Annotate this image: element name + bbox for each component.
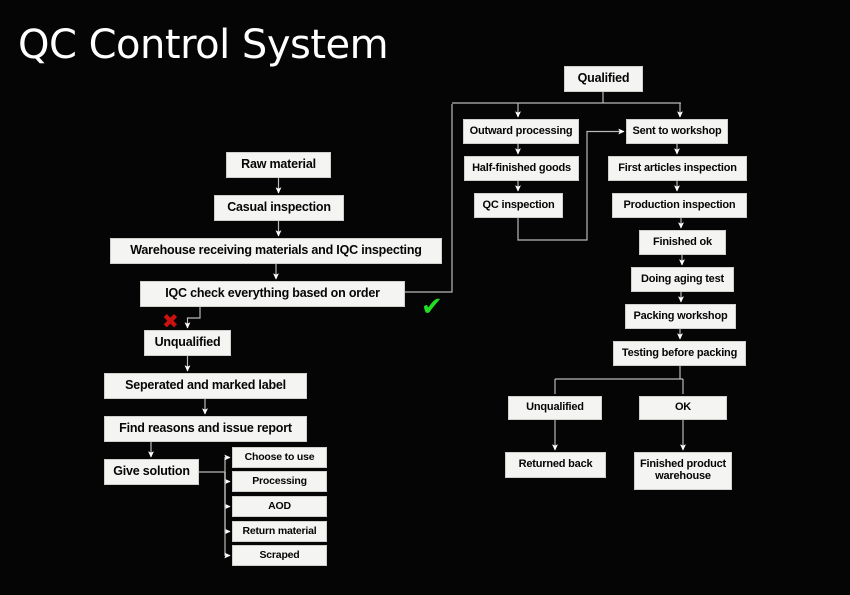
node-finished_ok[interactable]: Finished ok	[639, 230, 726, 255]
node-seperated_marked[interactable]: Seperated and marked label	[104, 373, 307, 399]
approve-check-mark: ✔	[421, 292, 443, 322]
edge-testing_before_packing-to-split_bar_2	[555, 366, 683, 380]
edge-iqc_check-to-unqualified_left	[188, 307, 201, 328]
node-qc_inspection[interactable]: QC inspection	[474, 193, 563, 218]
edge-qualified-to-split_bar	[452, 92, 681, 104]
edge-give_solution-to-scraped	[224, 472, 230, 556]
node-aod[interactable]: AOD	[232, 496, 327, 517]
reject-x-mark: ✖	[162, 309, 179, 333]
edge-qc_inspection-to-sent_to_workshop	[517, 132, 624, 241]
node-unqualified_right[interactable]: Unqualified	[508, 396, 602, 420]
node-choose_to_use[interactable]: Choose to use	[232, 447, 327, 468]
edge-give_solution-to-processing	[224, 472, 230, 482]
node-iqc_check[interactable]: IQC check everything based on order	[140, 281, 405, 307]
page-title: QC Control System	[18, 22, 389, 68]
node-warehouse_receiving[interactable]: Warehouse receiving materials and IQC in…	[110, 238, 442, 264]
node-casual_inspection[interactable]: Casual inspection	[214, 195, 344, 221]
node-outward_processing[interactable]: Outward processing	[463, 119, 579, 144]
node-production_inspection[interactable]: Production inspection	[612, 193, 747, 218]
node-unqualified_left[interactable]: Unqualified	[144, 330, 231, 356]
node-half_finished_goods[interactable]: Half-finished goods	[464, 156, 579, 181]
edge-give_solution-to-choose_to_use	[199, 458, 230, 473]
node-ok[interactable]: OK	[639, 396, 727, 420]
edge-give_solution-to-aod	[224, 472, 230, 507]
node-qualified[interactable]: Qualified	[564, 66, 643, 92]
node-raw_material[interactable]: Raw material	[226, 152, 331, 178]
node-find_reasons[interactable]: Find reasons and issue report	[104, 416, 307, 442]
edge-give_solution-to-return_material	[224, 472, 230, 532]
node-processing[interactable]: Processing	[232, 471, 327, 492]
node-testing_before_packing[interactable]: Testing before packing	[613, 341, 746, 366]
node-returned_back[interactable]: Returned back	[505, 452, 606, 478]
node-give_solution[interactable]: Give solution	[104, 459, 199, 485]
node-finished_warehouse[interactable]: Finished product warehouse	[634, 452, 732, 490]
node-return_material[interactable]: Return material	[232, 521, 327, 542]
node-sent_to_workshop[interactable]: Sent to workshop	[626, 119, 728, 144]
node-first_articles[interactable]: First articles inspection	[608, 156, 747, 181]
node-scraped[interactable]: Scraped	[232, 545, 327, 566]
node-packing_workshop[interactable]: Packing workshop	[625, 304, 736, 329]
node-doing_aging_test[interactable]: Doing aging test	[631, 267, 734, 292]
